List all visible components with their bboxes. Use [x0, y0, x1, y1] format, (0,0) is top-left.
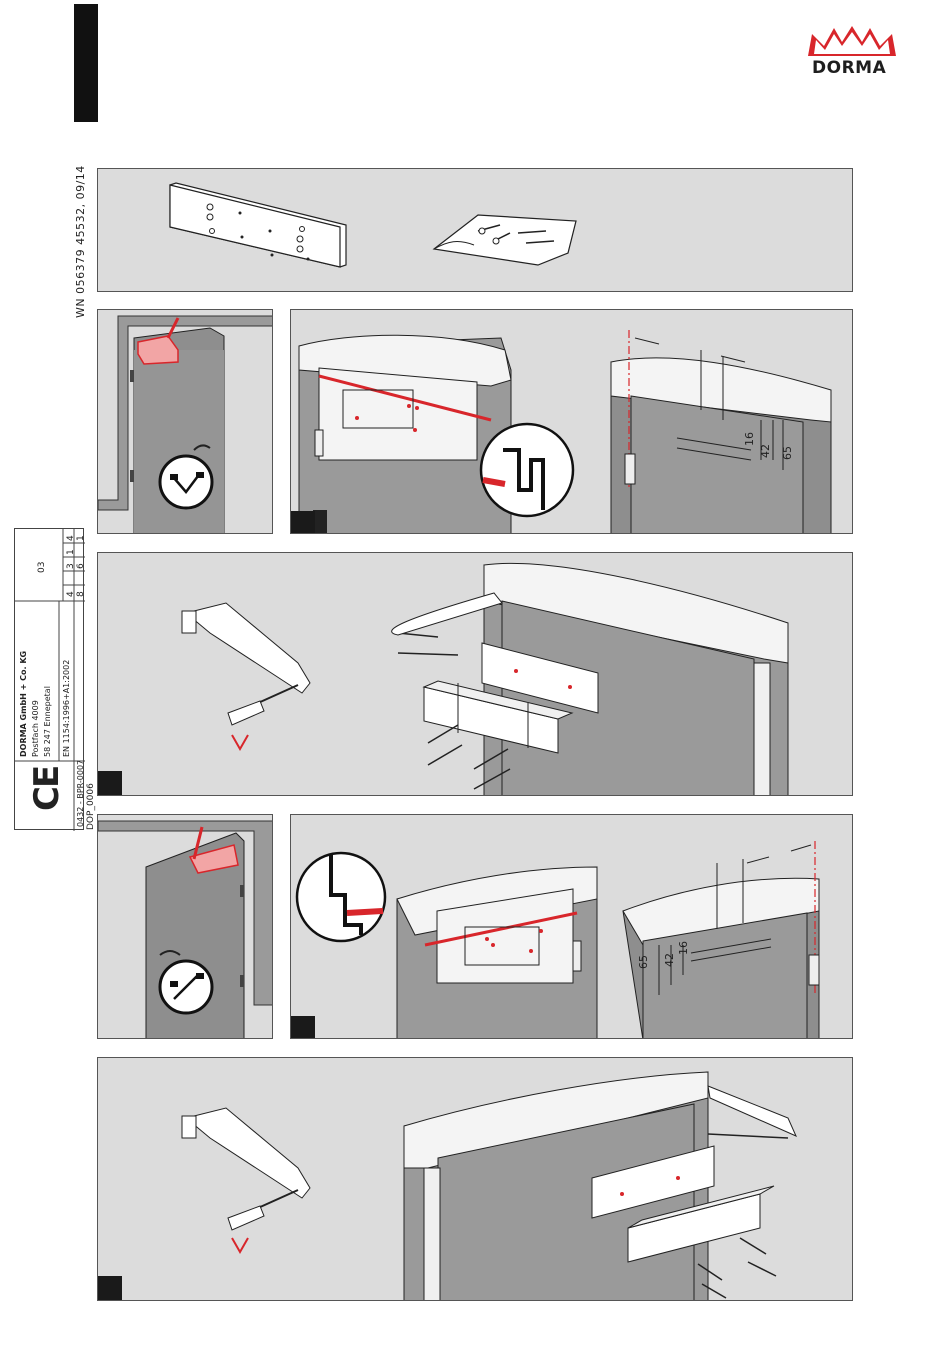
install-illustration: [98, 553, 853, 796]
drawing-code: DOP_0006: [86, 783, 96, 830]
dimension-65: 65: [781, 446, 794, 460]
panel-install-pull-side: [97, 552, 853, 796]
crown-icon: [806, 24, 898, 60]
dimension-16: 16: [743, 432, 756, 446]
parts-illustration: [98, 169, 853, 292]
class-digit: 3: [66, 563, 76, 569]
company-name: DORMA GmbH + Co. KG: [19, 651, 28, 757]
panel-door-pull-side: [97, 309, 273, 534]
dimension-16: 16: [677, 941, 690, 955]
header-black-bar: [74, 4, 98, 122]
brand-name: DORMA: [812, 58, 886, 78]
company-address-2: 58 247 Ennepetal: [43, 686, 52, 757]
step-marker: [98, 771, 122, 795]
template-illustration-mirror: 65 42 16: [291, 815, 853, 1039]
class-digit: 1: [76, 535, 86, 541]
template-illustration: 16 42 65: [291, 310, 853, 534]
panel-template-push-side: 65 42 16: [290, 814, 853, 1039]
step-marker: [98, 1276, 122, 1300]
ce-mark: CE: [27, 767, 67, 811]
standard-label: EN 1154:1996+A1:2002: [62, 660, 71, 757]
dimension-42: 42: [663, 953, 676, 967]
certificate-number: 0432 - BPR-0007: [76, 760, 85, 827]
class-code: 03: [37, 562, 47, 573]
panel-template-pull-side: 16 42 65: [290, 309, 853, 534]
company-address-1: Postfach 4009: [31, 700, 40, 757]
class-digit: 1: [66, 549, 76, 555]
panel-door-push-side: [97, 814, 273, 1039]
certification-box: 4 1 3 4 1 6 8 03 DORMA GmbH + Co. KG Pos…: [14, 528, 84, 830]
install-illustration-mirror: [98, 1058, 853, 1301]
panel-parts: [97, 168, 853, 292]
class-digit: 8: [76, 591, 86, 597]
dimension-42: 42: [759, 444, 772, 458]
class-digit: 4: [66, 535, 76, 541]
document-reference: WN 056379 45532, 09/14: [74, 165, 87, 318]
class-digit: 6: [76, 563, 86, 569]
class-digit: 4: [66, 591, 76, 597]
door-illustration: [98, 310, 273, 534]
panel-install-push-side: [97, 1057, 853, 1301]
door-illustration-mirror: [98, 815, 273, 1039]
dimension-65: 65: [637, 955, 650, 969]
